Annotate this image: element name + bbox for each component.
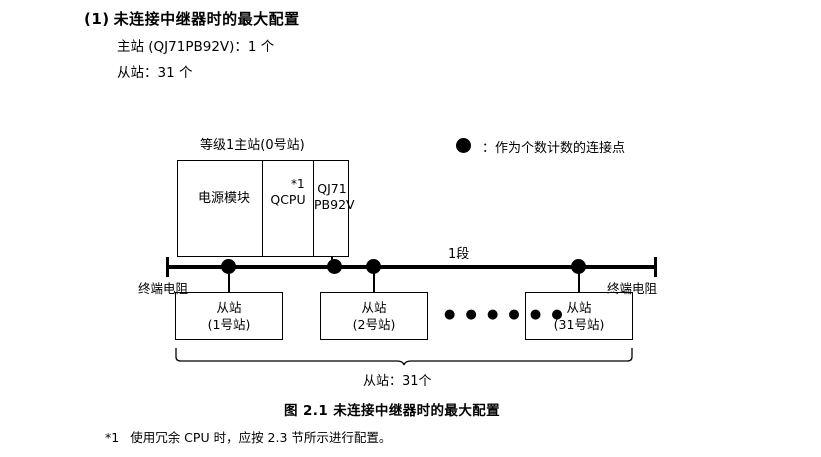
spec-slave-line: 从站：31 个	[117, 65, 193, 81]
legend-label: ：作为个数计数的连接点	[482, 141, 626, 156]
terminator-left-cap	[166, 257, 169, 277]
filled-circle-icon	[456, 138, 471, 153]
bus-trunk-line	[166, 265, 657, 269]
slave-station-number: (1号站)	[207, 317, 251, 332]
slave-station-number: (2号站)	[352, 317, 396, 332]
slave-station-box: 从站 (2号站)	[320, 292, 428, 340]
section-number: (1)	[84, 10, 110, 28]
power-module-label: 电源模块	[197, 191, 250, 206]
slave-drop-line	[228, 266, 230, 292]
master-module-label-line2: PB92V	[314, 197, 355, 212]
master-unit-divider-2	[313, 160, 314, 257]
footnote-marker: *1	[105, 430, 120, 445]
footnote: *1 使用冗余 CPU 时，应按 2.3 节所示进行配置。	[105, 427, 391, 446]
master-module-label-line1: QJ71	[317, 181, 347, 196]
master-unit-divider-1	[262, 160, 263, 257]
connection-point-dot	[327, 259, 342, 274]
terminator-right-cap	[654, 257, 657, 277]
spec-master-line: 主站 (QJ71PB92V)：1 个	[117, 39, 275, 55]
slave-count-brace	[175, 348, 633, 366]
slave-drop-line	[578, 266, 580, 292]
section-title: (1)未连接中继器时的最大配置	[84, 8, 300, 29]
slave-station-box: 从站 (1号站)	[175, 292, 283, 340]
slave-station-name: 从站	[216, 300, 242, 315]
footnote-text: 使用冗余 CPU 时，应按 2.3 节所示进行配置。	[130, 430, 392, 445]
master-station-label: 等级1主站(0号站)	[200, 138, 305, 153]
ellipsis-dots: ● ● ● ● ● ●	[444, 307, 566, 322]
slave-station-name: 从站	[566, 300, 592, 315]
qcpu-label: QCPU	[270, 192, 306, 207]
slave-station-box: 从站 (31号站)	[525, 292, 633, 340]
figure-caption: 图 2.1 未连接中继器时的最大配置	[284, 403, 501, 419]
footnote-ref-marker: *1	[291, 177, 305, 191]
master-module-label: QJ71 PB92V	[314, 181, 355, 213]
slave-station-name: 从站	[361, 300, 387, 315]
slave-station-number: (31号站)	[553, 317, 605, 332]
master-unit-box	[177, 160, 349, 257]
section-title-text: 未连接中继器时的最大配置	[113, 10, 300, 28]
slave-count-caption: 从站：31个	[363, 374, 432, 389]
slave-drop-line	[373, 266, 375, 292]
segment-label: 1段	[448, 247, 470, 262]
